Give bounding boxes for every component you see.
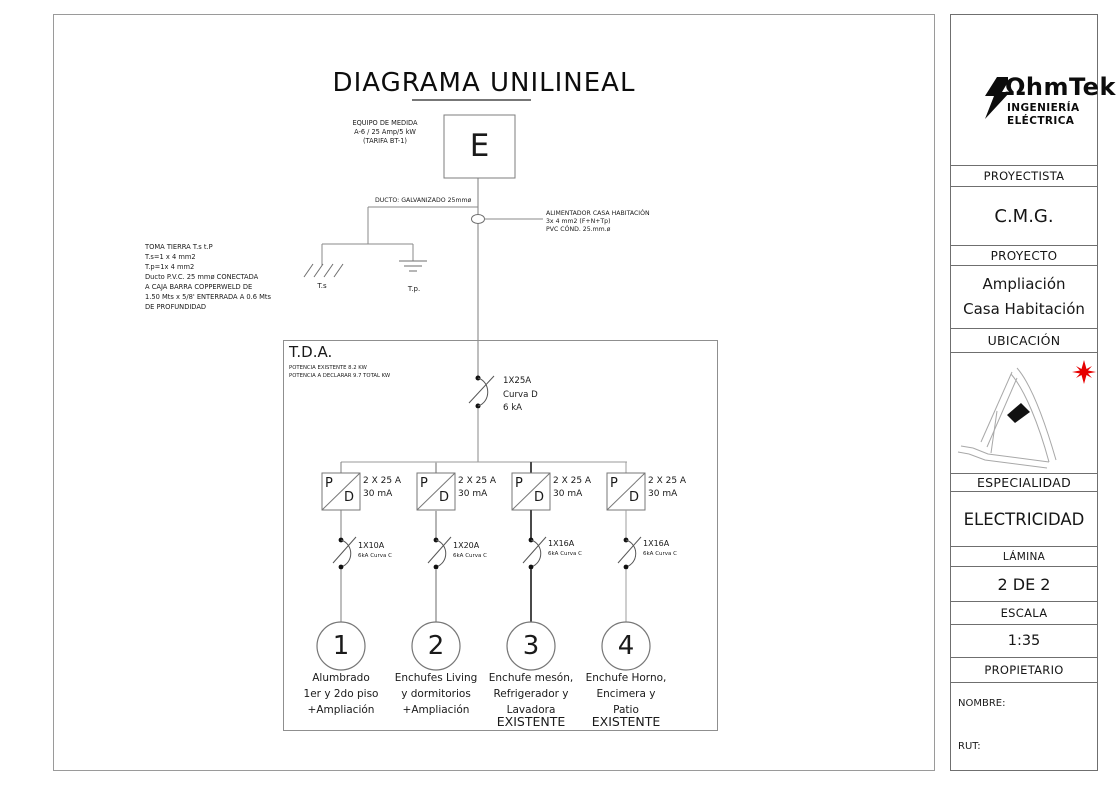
escala-value: 1:35 [951, 625, 1097, 658]
pd-rating: 2 X 25 A 30 mA [458, 476, 497, 499]
proyectista-value: C.M.G. [951, 187, 1097, 246]
branch-breaker-sub: 6kA Curva C [358, 553, 392, 559]
ubicacion-header: UBICACIÓN [951, 329, 1097, 353]
pd-letter-p: P [515, 476, 523, 491]
rut-label: RUT: [958, 741, 981, 752]
especialidad-value: ELECTRICIDAD [951, 492, 1097, 547]
sheet-title: DIAGRAMA UNILINEAL [332, 68, 636, 98]
ground-branch-lines [321, 206, 478, 265]
circuit-3-symbols [506, 462, 556, 671]
toma-tierra-note: TOMA TIERRA T.s t.P T.s=1 x 4 mm2 T.p=1x… [145, 243, 272, 311]
proyectista-header: PROYECTISTA [951, 166, 1097, 187]
logo-subtitle: INGENIERÍA ELÉCTRICA [1007, 102, 1080, 127]
circuit-label: Enchufes Living y dormitorios +Ampliació… [394, 672, 478, 716]
logo-section: ΩhmTek INGENIERÍA ELÉCTRICA [951, 15, 1115, 166]
circuit-number: 2 [427, 631, 445, 661]
pd-letter-d: D [534, 490, 545, 505]
diagram-canvas [53, 14, 935, 771]
pd-letter-d: D [344, 490, 355, 505]
pd-letter-p: P [610, 476, 618, 491]
logo-name: ΩhmTek [1005, 73, 1116, 101]
owner-section: NOMBRE: RUT: [951, 683, 1097, 770]
branch-breaker-label: 1X16A [548, 539, 575, 548]
branch-breaker-label: 1X20A [453, 541, 480, 550]
circuit-number: 3 [522, 631, 540, 661]
branch-breaker-label: 1X10A [358, 541, 385, 550]
tp-label: T.p. [407, 285, 421, 293]
location-map [951, 353, 1097, 474]
circuit-status: EXISTENTE [496, 714, 566, 729]
pd-letter-p: P [420, 476, 428, 491]
proyecto-value: Ampliación Casa Habitación [951, 266, 1097, 329]
pd-letter-d: D [439, 490, 450, 505]
lightning-bolt-icon [985, 77, 1008, 119]
circuit-number: 4 [617, 631, 635, 661]
branch-breaker-sub: 6kA Curva C [453, 553, 487, 559]
circuit-1-symbols [316, 462, 366, 671]
drawing-frame [53, 14, 935, 771]
main-breaker-symbol [468, 375, 495, 462]
lamina-value: 2 DE 2 [951, 567, 1097, 602]
tda-enclosure [283, 340, 718, 731]
tda-potencia-note: POTENCIA EXISTENTE 8.2 KW POTENCIA A DEC… [289, 365, 391, 379]
branch-breaker-label: 1X16A [643, 539, 670, 548]
circuit-label: Enchufe Horno, Encimera y Patio [585, 672, 667, 716]
property-marker [1007, 403, 1030, 423]
ts-ground-icon [303, 263, 344, 278]
branch-breaker-sub: 6kA Curva C [548, 551, 582, 557]
nombre-label: NOMBRE: [958, 698, 1006, 709]
proyecto-header: PROYECTO [951, 246, 1097, 266]
tp-ground-icon [399, 260, 427, 272]
title-block: ΩhmTek INGENIERÍA ELÉCTRICA PROYECTISTA … [950, 14, 1115, 771]
circuit-label: Alumbrado 1er y 2do piso +Ampliación [303, 672, 379, 716]
meter-box-letter: E [469, 128, 490, 164]
branch-breaker-sub: 6kA Curva C [643, 551, 677, 557]
propietario-header: PROPIETARIO [951, 658, 1097, 683]
map-roads [957, 367, 1057, 469]
feeder-tap-symbol [471, 214, 543, 224]
pd-letter-p: P [325, 476, 333, 491]
circuit-4-symbols [601, 462, 651, 671]
tda-title: T.D.A. [289, 343, 333, 361]
pd-letter-d: D [629, 490, 640, 505]
circuit-2-symbols [411, 462, 461, 671]
pd-rating: 2 X 25 A 30 mA [363, 476, 402, 499]
alimentador-label: ALIMENTADOR CASA HABITACIÓN 3x 4 mm2 (F+… [546, 210, 650, 233]
circuit-status: EXISTENTE [591, 714, 661, 729]
pd-rating: 2 X 25 A 30 mA [648, 476, 687, 499]
meter-label: EQUIPO DE MEDIDA A-6 / 25 Amp/5 kW (TARI… [352, 119, 418, 145]
ducto-label: DUCTO: GALVANIZADO 25mmø [375, 197, 472, 204]
escala-header: ESCALA [951, 602, 1097, 625]
map-drawing [957, 360, 1096, 469]
ts-label: T.s [317, 282, 327, 290]
circuit-number: 1 [332, 631, 350, 661]
main-breaker-label: 1X25A Curva D 6 kA [503, 376, 538, 413]
lamina-header: LÁMINA [951, 547, 1097, 567]
circuit-label: Enchufe mesón, Refrigerador y Lavadora [488, 672, 574, 716]
meter-box-symbol [443, 114, 516, 376]
north-star-icon [1072, 360, 1096, 384]
pd-rating: 2 X 25 A 30 mA [553, 476, 592, 499]
especialidad-header: ESPECIALIDAD [951, 474, 1097, 492]
